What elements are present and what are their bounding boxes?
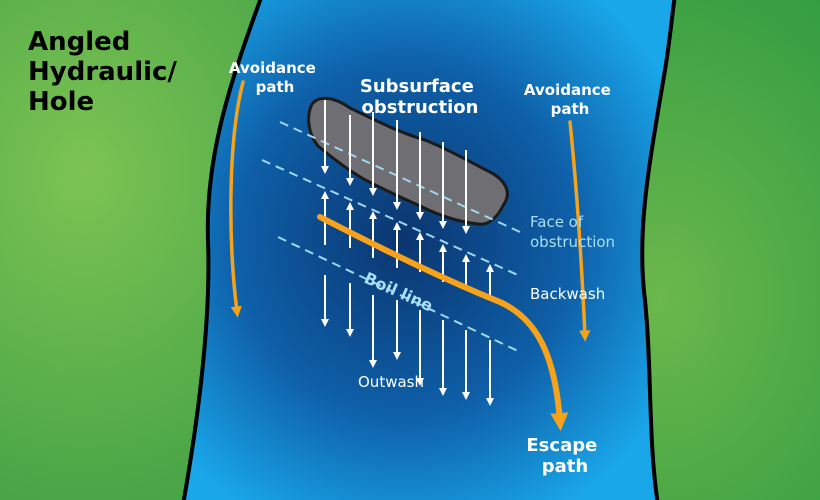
avoidance-path-left-arrow — [229, 80, 245, 318]
avoidance-path-right-label: Avoidance path — [524, 81, 616, 118]
backwash-label: Backwash — [530, 285, 605, 303]
avoidance-path-left-label: Avoidance path — [229, 59, 321, 96]
diagram-title: Angled Hydraulic/ Hole — [28, 27, 186, 117]
escape-path-arrow — [317, 214, 569, 431]
avoidance-path-right-arrow — [568, 120, 591, 342]
outwash-label: Outwash — [358, 373, 424, 391]
dashed-line-upper — [261, 159, 521, 277]
escape-path-label: Escape path — [526, 435, 603, 477]
face-of-obstruction-label: Face of obstruction — [530, 213, 615, 251]
obstruction-label: Subsurface obstruction — [360, 76, 480, 118]
obstruction-rock — [307, 96, 509, 226]
